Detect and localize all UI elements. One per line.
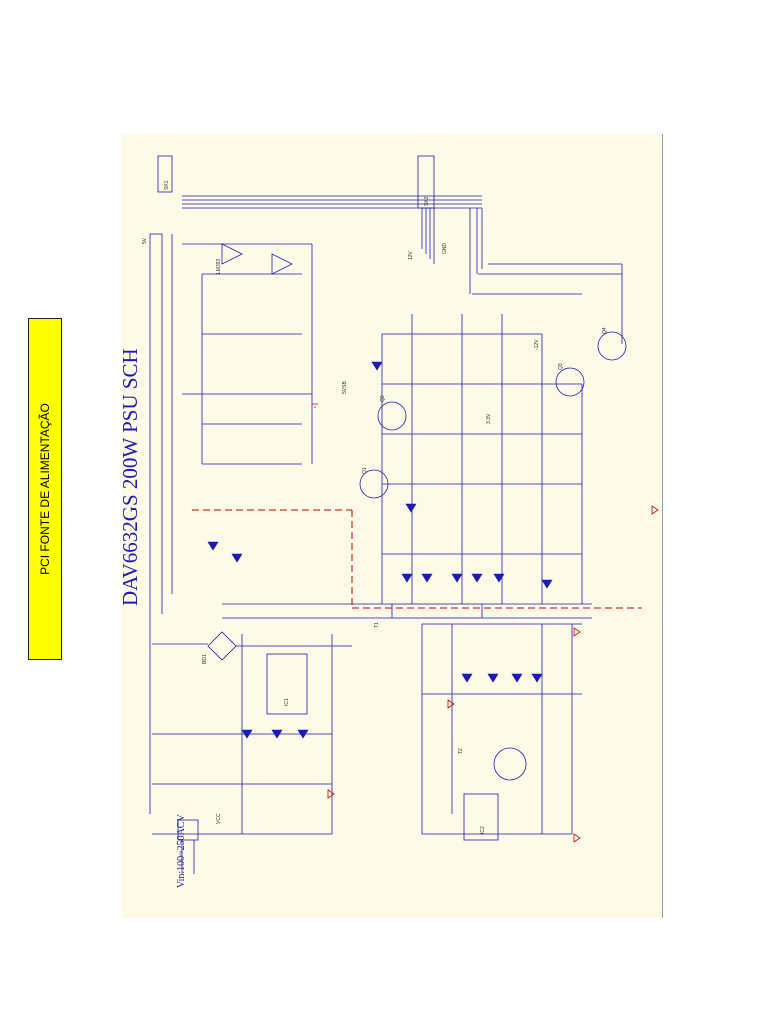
transistor-q3 [555, 367, 585, 397]
diode-15 [297, 729, 309, 739]
diode-7 [493, 573, 505, 583]
label-vcc: VCC [216, 813, 222, 824]
diode-16 [405, 503, 417, 513]
transformer-t1 [391, 603, 483, 619]
isolation-boundary [192, 509, 642, 609]
transistor-q4 [597, 331, 627, 361]
diode-2 [231, 553, 243, 563]
label-t1: T1 [374, 622, 380, 628]
schematic-sheet: SK1 SK2 LM393 T1 T2 IC1 IC2 Q1 Q2 Q3 Q4 … [122, 134, 663, 918]
schematic-drawing [149, 155, 659, 874]
connector-sk1 [157, 155, 173, 193]
diode-6 [471, 573, 483, 583]
ground-4 [447, 699, 455, 709]
label-gnd: GND [442, 242, 448, 254]
label-ic1: IC1 [284, 698, 290, 706]
diode-8 [541, 579, 553, 589]
label-minus-12v: -12V [534, 339, 540, 350]
label-q2: Q2 [380, 395, 386, 402]
diode-12 [531, 673, 543, 683]
opamp-1 [221, 243, 243, 265]
schematic-title: DAV6632GS 200W PSU SCH [118, 348, 142, 606]
diode-13 [241, 729, 253, 739]
ic2 [463, 793, 499, 841]
diode-1 [207, 541, 219, 551]
label-lm393: LM393 [216, 258, 222, 274]
label-sk2: SK2 [424, 196, 430, 206]
diode-17 [371, 361, 383, 371]
label-q3: Q3 [558, 363, 564, 370]
input-voltage-label: Vin:100~250ACV [176, 814, 187, 888]
diode-14 [271, 729, 283, 739]
transistor-q2 [377, 401, 407, 431]
diode-9 [461, 673, 473, 683]
diode-3 [401, 573, 413, 583]
label-q4: Q4 [602, 327, 608, 334]
label-5v: 5V [142, 237, 148, 244]
input-terminal [177, 819, 199, 841]
transistor-q5 [493, 747, 527, 781]
diode-4 [421, 573, 433, 583]
label-5vsb: 5VSB [342, 381, 348, 394]
diode-10 [487, 673, 499, 683]
ground-2 [651, 505, 659, 515]
ground-6 [573, 833, 581, 843]
label-ic2: IC2 [480, 826, 486, 834]
label-bd1: BD1 [202, 654, 208, 664]
label-t2: T2 [458, 748, 464, 754]
diode-5 [451, 573, 463, 583]
diode-11 [511, 673, 523, 683]
ic1 [266, 653, 308, 715]
opamp-2 [271, 253, 293, 275]
ground-3 [573, 627, 581, 637]
ground-5 [327, 789, 335, 799]
side-tag-text: PCI FONTE DE ALIMENTAÇÃO [38, 403, 52, 575]
bridge-rectifier [207, 631, 237, 661]
label-12v: 12V [408, 251, 414, 260]
side-tag: PCI FONTE DE ALIMENTAÇÃO [28, 318, 62, 660]
label-q1: Q1 [362, 467, 368, 474]
transistor-q1 [359, 469, 389, 499]
label-3v3: 3.3V [486, 413, 492, 424]
label-sk1: SK1 [164, 180, 170, 190]
ground-1 [312, 403, 318, 408]
